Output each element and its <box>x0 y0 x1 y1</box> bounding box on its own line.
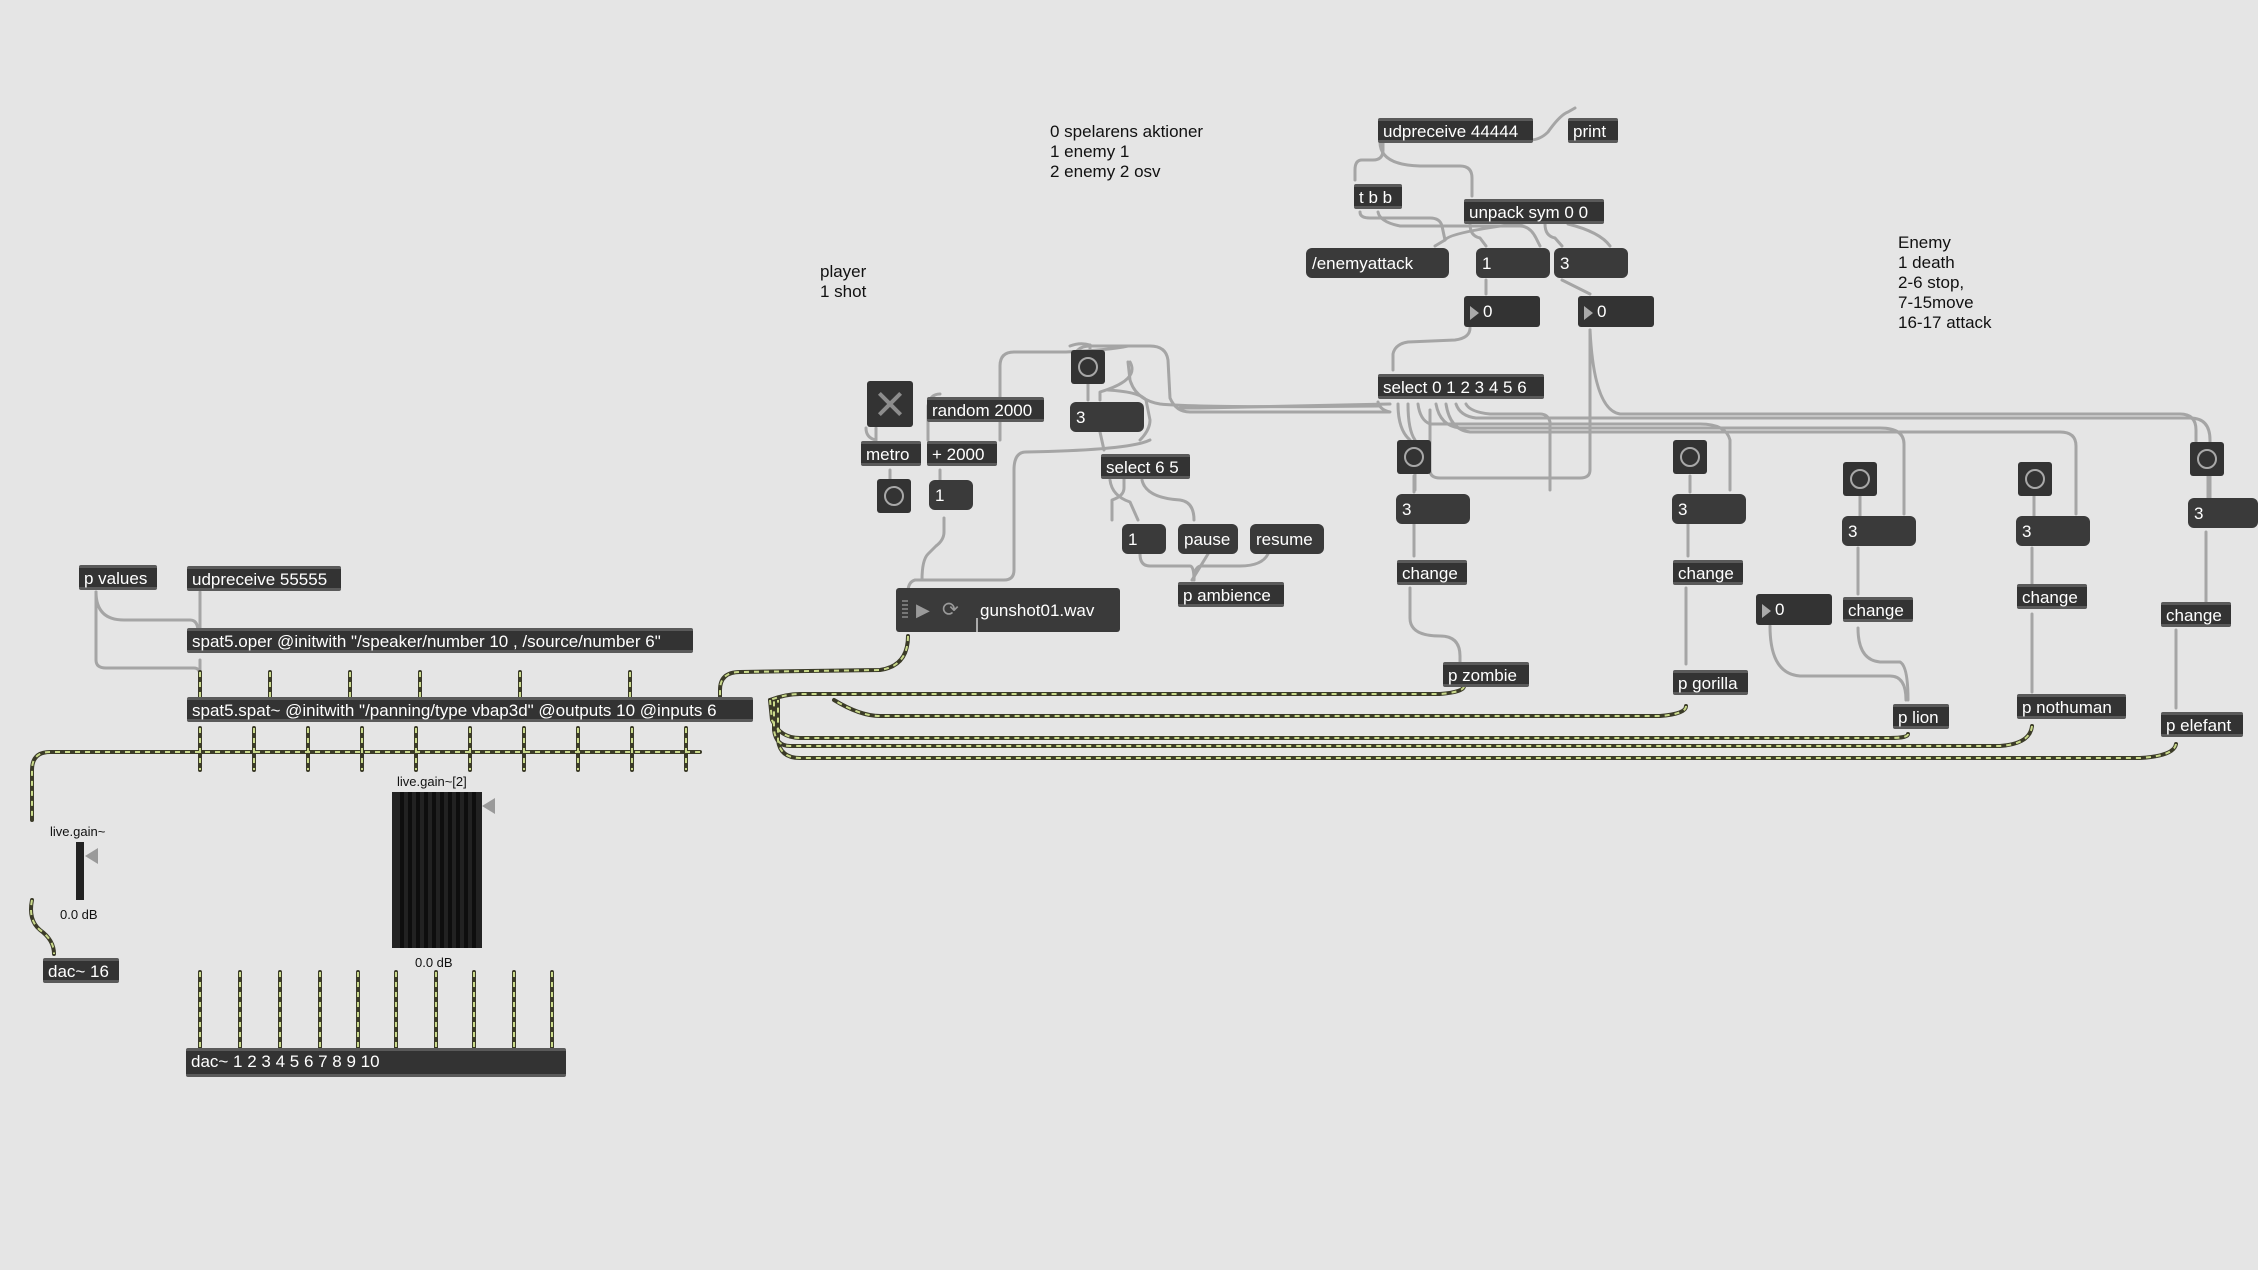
message-3-zombie[interactable]: 3 <box>1396 494 1470 524</box>
loop-icon[interactable]: ⟳ <box>942 599 959 621</box>
message-3[interactable]: 3 <box>1554 248 1628 278</box>
bang-button[interactable] <box>1843 462 1877 496</box>
select-6-5-object[interactable]: select 6 5 <box>1101 454 1190 479</box>
number-box-lion[interactable]: 0 <box>1756 594 1832 625</box>
comment-player: player 1 shot <box>820 262 867 301</box>
dac-main-object[interactable]: dac~ 1 2 3 4 5 6 7 8 9 10 <box>186 1048 566 1077</box>
p-elefant-object[interactable]: p elefant <box>2161 712 2243 737</box>
message-3-elefant[interactable]: 3 <box>2188 498 2258 528</box>
gain-slider-handle-icon[interactable] <box>85 848 98 864</box>
message-1-metro[interactable]: 1 <box>929 480 973 510</box>
number-value: 0 <box>1483 302 1493 321</box>
dac-16-object[interactable]: dac~ 16 <box>43 958 119 983</box>
comment-spelarens-aktioner: 0 spelarens aktioner 1 enemy 1 2 enemy 2… <box>1050 122 1204 181</box>
message-3-nothuman[interactable]: 3 <box>2016 516 2090 546</box>
number-value: 0 <box>1775 600 1785 619</box>
udpreceive-55555-object[interactable]: udpreceive 55555 <box>187 566 341 591</box>
select-main-object[interactable]: select 0 1 2 3 4 5 6 <box>1378 374 1544 399</box>
number-triangle-icon <box>1762 603 1771 618</box>
bang-button[interactable] <box>1397 440 1431 474</box>
play-icon[interactable]: ▶ <box>916 600 930 620</box>
p-gorilla-object[interactable]: p gorilla <box>1673 670 1748 695</box>
change-object[interactable]: change <box>1673 560 1743 585</box>
metro-object[interactable]: metro <box>861 441 921 466</box>
gain-single-meter[interactable] <box>76 842 84 900</box>
change-object[interactable]: change <box>2017 584 2087 609</box>
print-object[interactable]: print <box>1568 118 1618 143</box>
spat5-spat-object[interactable]: spat5.spat~ @initwith "/panning/type vba… <box>187 697 753 722</box>
p-values-object[interactable]: p values <box>79 565 157 590</box>
comment-enemy: Enemy 1 death 2-6 stop, 7-15move 16-17 a… <box>1898 233 1992 332</box>
resume-message[interactable]: resume <box>1250 524 1324 554</box>
udpreceive-44444-object[interactable]: udpreceive 44444 <box>1378 118 1533 143</box>
message-3-lion[interactable]: 3 <box>1842 516 1916 546</box>
number-box-b[interactable]: 0 <box>1578 296 1654 327</box>
trigger-bb-object[interactable]: t b b <box>1354 184 1402 209</box>
number-value: 0 <box>1597 302 1607 321</box>
change-object[interactable]: change <box>1397 560 1467 585</box>
drag-handle-icon[interactable] <box>902 600 908 620</box>
p-zombie-object[interactable]: p zombie <box>1443 662 1529 687</box>
bang-button[interactable] <box>2190 442 2224 476</box>
number-triangle-icon <box>1584 305 1593 320</box>
waveform-icon <box>976 618 1016 632</box>
message-3-left[interactable]: 3 <box>1070 402 1144 432</box>
change-object[interactable]: change <box>1843 597 1913 622</box>
message-3-gorilla[interactable]: 3 <box>1672 494 1746 524</box>
bang-button[interactable] <box>2018 462 2052 496</box>
bang-button[interactable] <box>877 479 911 513</box>
gain-single-title: live.gain~ <box>50 824 106 839</box>
message-1[interactable]: 1 <box>1476 248 1550 278</box>
p-nothuman-object[interactable]: p nothuman <box>2017 694 2126 719</box>
bang-button[interactable] <box>1673 440 1707 474</box>
change-object[interactable]: change <box>2161 602 2231 627</box>
gain-single-value: 0.0 dB <box>60 907 98 922</box>
toggle-x-icon[interactable] <box>867 381 913 427</box>
gain-multi-meter[interactable] <box>392 792 482 948</box>
p-lion-object[interactable]: p lion <box>1893 704 1949 729</box>
unpack-object[interactable]: unpack sym 0 0 <box>1464 199 1604 224</box>
random-2000-object[interactable]: random 2000 <box>927 397 1044 422</box>
spat5-oper-object[interactable]: spat5.oper @initwith "/speaker/number 10… <box>187 628 693 653</box>
plus-2000-object[interactable]: + 2000 <box>927 441 997 466</box>
number-box-a[interactable]: 0 <box>1464 296 1540 327</box>
pause-message[interactable]: pause <box>1178 524 1238 554</box>
number-triangle-icon <box>1470 305 1479 320</box>
enemyattack-message[interactable]: /enemyattack <box>1306 248 1449 278</box>
bang-button[interactable] <box>1071 350 1105 384</box>
gain-multi-title: live.gain~[2] <box>397 774 467 789</box>
gunshot-playlist[interactable]: ▶ ⟳ gunshot01.wav <box>896 588 1120 632</box>
gain-slider-handle-icon[interactable] <box>482 798 495 814</box>
message-1-select[interactable]: 1 <box>1122 524 1166 554</box>
playlist-filename: gunshot01.wav <box>980 601 1095 620</box>
gain-multi-value: 0.0 dB <box>415 955 453 970</box>
p-ambience-object[interactable]: p ambience <box>1178 582 1284 607</box>
